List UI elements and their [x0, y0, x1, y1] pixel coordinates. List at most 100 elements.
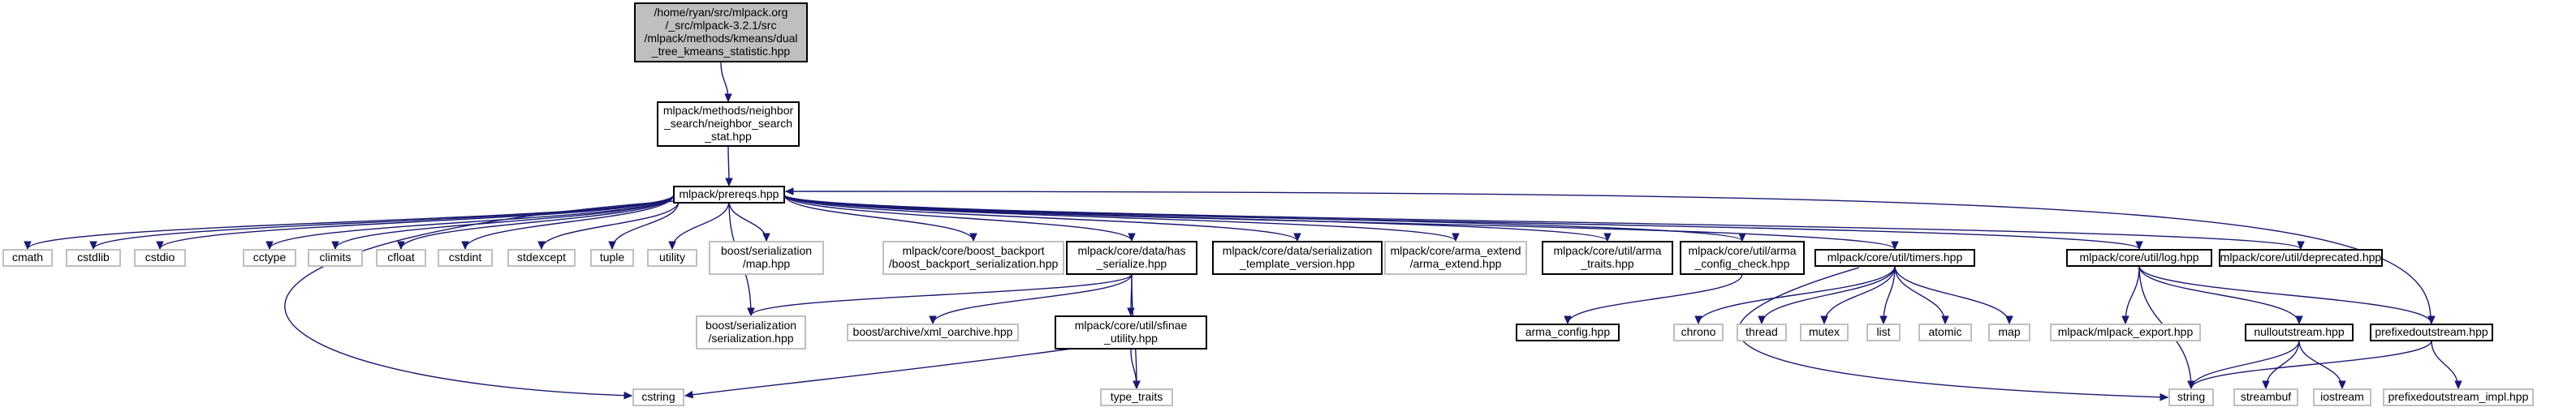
node-label-armacc: _config_check.hpp [1694, 257, 1790, 270]
node-label-bbackport: mlpack/core/boost_backport [902, 244, 1044, 257]
node-label-thread: thread [1745, 325, 1778, 338]
edge-log-to-nullout [2138, 265, 2300, 324]
node-label-cctype: cctype [253, 251, 287, 264]
node-box-armacc [1680, 241, 1805, 275]
node-label-typetraits: type_traits [1111, 390, 1163, 403]
node-box-armaconfig [1516, 324, 1620, 341]
edge-prereqs-to-bbackport-arrowhead [969, 233, 977, 242]
node-sertv[interactable]: mlpack/core/data/serialization_template_… [1212, 241, 1383, 275]
edge-prereqs-to-cstring-arrowhead [624, 391, 633, 400]
node-armaconfig[interactable]: arma_config.hpp [1516, 324, 1620, 341]
node-box-typetraits [1100, 388, 1173, 406]
node-label-cstdio: cstdio [145, 251, 175, 264]
node-list: list [1866, 324, 1901, 341]
edge-prereqs-to-cstdio [159, 194, 675, 250]
node-box-cctype [243, 249, 296, 267]
node-timers[interactable]: mlpack/core/util/timers.hpp [1814, 249, 1975, 267]
edge-log-to-prefixed-arrowhead [2427, 315, 2436, 325]
node-box-prereqs [673, 186, 785, 204]
node-cctype: cctype [243, 249, 296, 267]
node-box-streambuf [2233, 388, 2298, 406]
edge-timers-to-mutex [1823, 265, 1896, 324]
node-hasser[interactable]: mlpack/core/data/has_serialize.hpp [1066, 241, 1197, 275]
node-box-list [1866, 324, 1901, 341]
edge-nullout-to-iostream-arrowhead [2338, 380, 2346, 390]
node-label-chrono: chrono [1681, 325, 1716, 338]
edge-prereqs-to-sertv-arrowhead [1293, 233, 1301, 242]
node-label-cmath: cmath [12, 251, 43, 264]
node-prefixed[interactable]: prefixedoutstream.hpp [2370, 324, 2493, 341]
node-label-root: /home/ryan/src/mlpack.org [654, 6, 788, 19]
node-label-streambuf: streambuf [2241, 390, 2291, 403]
node-armatraits[interactable]: mlpack/core/util/arma_traits.hpp [1542, 241, 1673, 275]
node-label-map: map [1998, 325, 2020, 338]
node-box-pfimpl [2383, 388, 2534, 406]
edge-prefixed-to-prereqs-arrowhead [784, 187, 794, 195]
node-cstdint: cstdint [438, 249, 493, 267]
node-cstdio: cstdio [134, 249, 186, 267]
node-log[interactable]: mlpack/core/util/log.hpp [2066, 249, 2212, 267]
node-armacc[interactable]: mlpack/core/util/arma_config_check.hpp [1680, 241, 1805, 275]
edge-prereqs-to-timers [783, 194, 1896, 250]
node-bsmap: boost/serialization/map.hpp [709, 241, 824, 275]
node-streambuf: streambuf [2233, 388, 2298, 406]
node-nss[interactable]: mlpack/methods/neighbor_search/neighbor_… [657, 101, 800, 147]
node-box-cstring [632, 388, 684, 406]
edge-nss-to-prereqs-arrowhead [725, 178, 733, 187]
node-map: map [1988, 324, 2030, 341]
node-label-iostream: iostream [2320, 390, 2364, 403]
edges-layer [24, 61, 2462, 401]
node-box-climits [308, 249, 363, 267]
edge-prereqs-to-cstring [284, 200, 675, 397]
edge-timers-to-map-arrowhead [2005, 315, 2013, 325]
edge-prereqs-to-sertv [783, 194, 1298, 242]
node-root[interactable]: /home/ryan/src/mlpack.org/_src/mlpack-3.… [634, 2, 808, 62]
node-cstdlib: cstdlib [66, 249, 121, 267]
edge-prereqs-to-bbackport [783, 194, 974, 242]
edge-nullout-to-streambuf-arrowhead [2262, 380, 2270, 390]
node-prereqs[interactable]: mlpack/prereqs.hpp [673, 186, 785, 204]
node-label-nss: _stat.hpp [704, 130, 752, 143]
edge-sfinae-to-typetraits-arrowhead [1133, 380, 1141, 390]
edge-prereqs-to-hasser [783, 194, 1133, 242]
node-label-armacc: mlpack/core/util/arma [1688, 244, 1796, 257]
node-deprecated[interactable]: mlpack/core/util/deprecated.hpp [2219, 249, 2383, 267]
edge-prefixed-to-prereqs [785, 191, 2431, 324]
node-box-bsser [696, 315, 806, 350]
node-iostream: iostream [2313, 388, 2371, 406]
node-label-bbackport: /boost_backport_serialization.hpp [889, 257, 1059, 270]
edge-prereqs-to-cfloat [400, 194, 675, 250]
edge-nullout-to-streambuf [2265, 340, 2300, 389]
node-nullout[interactable]: nulloutstream.hpp [2245, 324, 2354, 341]
node-bbackport: mlpack/core/boost_backport/boost_backpor… [882, 241, 1064, 275]
node-sfinae[interactable]: mlpack/core/util/sfinae_utility.hpp [1055, 315, 1207, 350]
edge-prereqs-to-deprecated [783, 194, 2302, 250]
node-label-prereqs: mlpack/prereqs.hpp [680, 187, 779, 200]
node-box-mlexport [2050, 324, 2201, 341]
node-label-bsmap: /map.hpp [743, 257, 791, 270]
node-label-log: mlpack/core/util/log.hpp [2079, 251, 2198, 264]
node-xml: boost/archive/xml_oarchive.hpp [847, 324, 1019, 341]
edge-root-to-nss-arrowhead [724, 93, 732, 103]
edge-hasser-to-bsser [750, 273, 1133, 316]
edge-prereqs-to-armaext [783, 194, 1456, 242]
edge-log-to-mlexport-arrowhead [2121, 315, 2129, 325]
node-box-cstdint [438, 249, 493, 267]
node-label-cstdint: cstdint [449, 251, 482, 264]
node-label-armaconfig: arma_config.hpp [1525, 325, 1611, 338]
node-label-nss: _search/neighbor_search [663, 117, 792, 130]
edge-armacc-to-armaconfig [1567, 273, 1743, 324]
edge-hasser-to-xml-arrowhead [929, 315, 937, 325]
node-armaext: mlpack/core/arma_extend/arma_extend.hpp [1384, 241, 1527, 275]
node-label-sfinae: mlpack/core/util/sfinae [1075, 319, 1188, 332]
edge-timers-to-string [1737, 267, 2168, 398]
node-label-mutex: mutex [1809, 325, 1840, 338]
node-utility: utility [647, 249, 697, 267]
edge-prereqs-to-cctype-arrowhead [265, 241, 274, 251]
edge-timers-to-string-arrowhead [2160, 392, 2169, 401]
node-pfimpl: prefixedoutstream_impl.hpp [2383, 388, 2534, 406]
edge-prereqs-to-stdexcept [541, 200, 680, 250]
node-cstring: cstring [632, 388, 684, 406]
node-label-stdexcept: stdexcept [517, 251, 566, 264]
node-box-deprecated [2219, 249, 2383, 267]
